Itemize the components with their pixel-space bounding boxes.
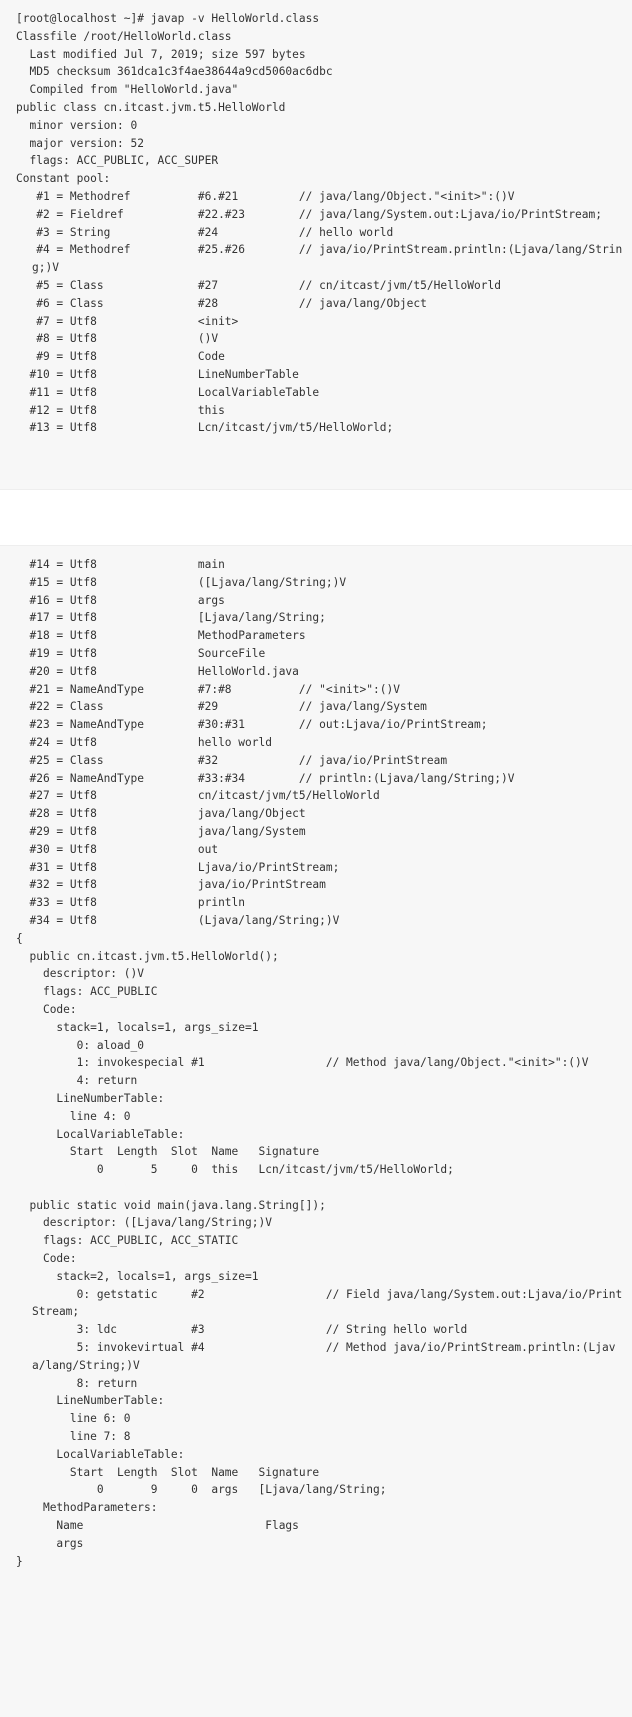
code-block-constant-pool-part2: #14 = Utf8 main #15 = Utf8 ([Ljava/lang/… xyxy=(0,545,632,1717)
code-block-constant-pool-part1: [root@localhost ~]# javap -v HelloWorld.… xyxy=(0,0,632,490)
code-line: LineNumberTable: xyxy=(16,1091,165,1105)
code-line: LocalVariableTable: xyxy=(16,1447,185,1461)
code-line: { xyxy=(16,931,23,945)
code-line: #10 = Utf8 LineNumberTable xyxy=(16,367,299,381)
code-line: #19 = Utf8 SourceFile xyxy=(16,646,266,660)
code-line: flags: ACC_PUBLIC, ACC_SUPER xyxy=(16,154,219,168)
code-line: public cn.itcast.jvm.t5.HelloWorld(); xyxy=(16,949,279,963)
code-line: stack=1, locals=1, args_size=1 xyxy=(16,1020,259,1034)
code-line: Start Length Slot Name Signature xyxy=(16,1465,320,1479)
code-line: #25 = Class #32 // java/io/PrintStream xyxy=(16,753,448,767)
code-line: Last modified Jul 7, 2019; size 597 byte… xyxy=(16,47,306,61)
code-line: #14 = Utf8 main xyxy=(16,558,225,571)
code-line: #3 = String #24 // hello world xyxy=(16,225,394,239)
code-line: #5 = Class #27 // cn/itcast/jvm/t5/Hello… xyxy=(16,278,501,292)
code-line: #26 = NameAndType #33:#34 // println:(Lj… xyxy=(16,771,515,785)
code-line: #13 = Utf8 Lcn/itcast/jvm/t5/HelloWorld; xyxy=(16,421,394,435)
code-line: #28 = Utf8 java/lang/Object xyxy=(16,807,306,821)
code-line: #9 = Utf8 Code xyxy=(16,350,225,364)
code-line: args xyxy=(16,1536,84,1550)
code-line: #12 = Utf8 this xyxy=(16,403,225,417)
code-line: #16 = Utf8 args xyxy=(16,593,225,607)
code-line: #31 = Utf8 Ljava/io/PrintStream; xyxy=(16,860,340,874)
code-line: #7 = Utf8 <init> xyxy=(16,314,239,328)
code-line: Classfile /root/HelloWorld.class xyxy=(16,29,232,43)
code-line: 0: getstatic #2 // Field java/lang/Syste… xyxy=(16,1287,623,1319)
code-line: 3: ldc #3 // String hello world xyxy=(16,1323,468,1337)
code-line: line 6: 0 xyxy=(16,1412,131,1426)
code-line: Start Length Slot Name Signature xyxy=(16,1145,320,1159)
code-line: LineNumberTable: xyxy=(16,1394,165,1408)
code-line: #27 = Utf8 cn/itcast/jvm/t5/HelloWorld xyxy=(16,789,380,803)
code-line: public class cn.itcast.jvm.t5.HelloWorld xyxy=(16,100,286,114)
code-line: #4 = Methodref #25.#26 // java/io/PrintS… xyxy=(16,243,623,275)
code-line: #34 = Utf8 (Ljava/lang/String;)V xyxy=(16,913,340,927)
code-line: descriptor: ([Ljava/lang/String;)V xyxy=(16,1216,272,1230)
code-line: 5: invokevirtual #4 // Method java/io/Pr… xyxy=(16,1341,616,1372)
code-line: stack=2, locals=1, args_size=1 xyxy=(16,1269,259,1283)
code-line: public static void main(java.lang.String… xyxy=(16,1198,326,1212)
code-line: #17 = Utf8 [Ljava/lang/String; xyxy=(16,611,326,625)
code-line: line 7: 8 xyxy=(16,1430,131,1444)
block-separator-gap xyxy=(0,490,632,545)
code-line: #1 = Methodref #6.#21 // java/lang/Objec… xyxy=(16,189,515,203)
code-line: Code: xyxy=(16,1002,77,1016)
code-line: #29 = Utf8 java/lang/System xyxy=(16,824,306,838)
code-line xyxy=(16,1179,632,1197)
code-line: } xyxy=(16,1554,23,1568)
code-line: 0 5 0 this Lcn/itcast/jvm/t5/HelloWorld; xyxy=(16,1163,454,1177)
code-line: Constant pool: xyxy=(16,172,111,186)
code-line: major version: 52 xyxy=(16,136,144,150)
code-line: 4: return xyxy=(16,1074,138,1088)
code-line: #15 = Utf8 ([Ljava/lang/String;)V xyxy=(16,575,347,589)
code-line: #20 = Utf8 HelloWorld.java xyxy=(16,664,299,678)
code-line: #18 = Utf8 MethodParameters xyxy=(16,629,306,643)
code-line: #21 = NameAndType #7:#8 // "<init>":()V xyxy=(16,682,400,696)
code-line: #32 = Utf8 java/io/PrintStream xyxy=(16,878,326,892)
code-line: #30 = Utf8 out xyxy=(16,842,219,856)
code-line: 0 9 0 args [Ljava/lang/String; xyxy=(16,1483,387,1497)
code-line: 1: invokespecial #1 // Method java/lang/… xyxy=(16,1056,589,1070)
code-line: #8 = Utf8 ()V xyxy=(16,332,219,346)
code-line: #33 = Utf8 println xyxy=(16,896,246,910)
code-line: MD5 checksum 361dca1c3f4ae38644a9cd5060a… xyxy=(16,65,333,79)
code-line: #23 = NameAndType #30:#31 // out:Ljava/i… xyxy=(16,718,488,732)
code-line: [root@localhost ~]# javap -v HelloWorld.… xyxy=(16,12,320,25)
code-line: #6 = Class #28 // java/lang/Object xyxy=(16,296,427,310)
code-line: flags: ACC_PUBLIC, ACC_STATIC xyxy=(16,1234,239,1248)
code-line: 8: return xyxy=(16,1376,138,1390)
code-line: #11 = Utf8 LocalVariableTable xyxy=(16,385,320,399)
code-line: MethodParameters: xyxy=(16,1501,158,1515)
code-line: #2 = Fieldref #22.#23 // java/lang/Syste… xyxy=(16,207,602,221)
code-line: LocalVariableTable: xyxy=(16,1127,185,1141)
code-line: descriptor: ()V xyxy=(16,967,144,981)
code-line: flags: ACC_PUBLIC xyxy=(16,985,158,999)
code-line: #24 = Utf8 hello world xyxy=(16,735,272,749)
code-line: Compiled from "HelloWorld.java" xyxy=(16,83,239,97)
code-line: Code: xyxy=(16,1252,77,1266)
code-line: minor version: 0 xyxy=(16,118,138,132)
code-line: Name Flags xyxy=(16,1519,299,1533)
code-line: line 4: 0 xyxy=(16,1109,131,1123)
code-line: 0: aload_0 xyxy=(16,1038,144,1052)
code-line: #22 = Class #29 // java/lang/System xyxy=(16,700,427,714)
